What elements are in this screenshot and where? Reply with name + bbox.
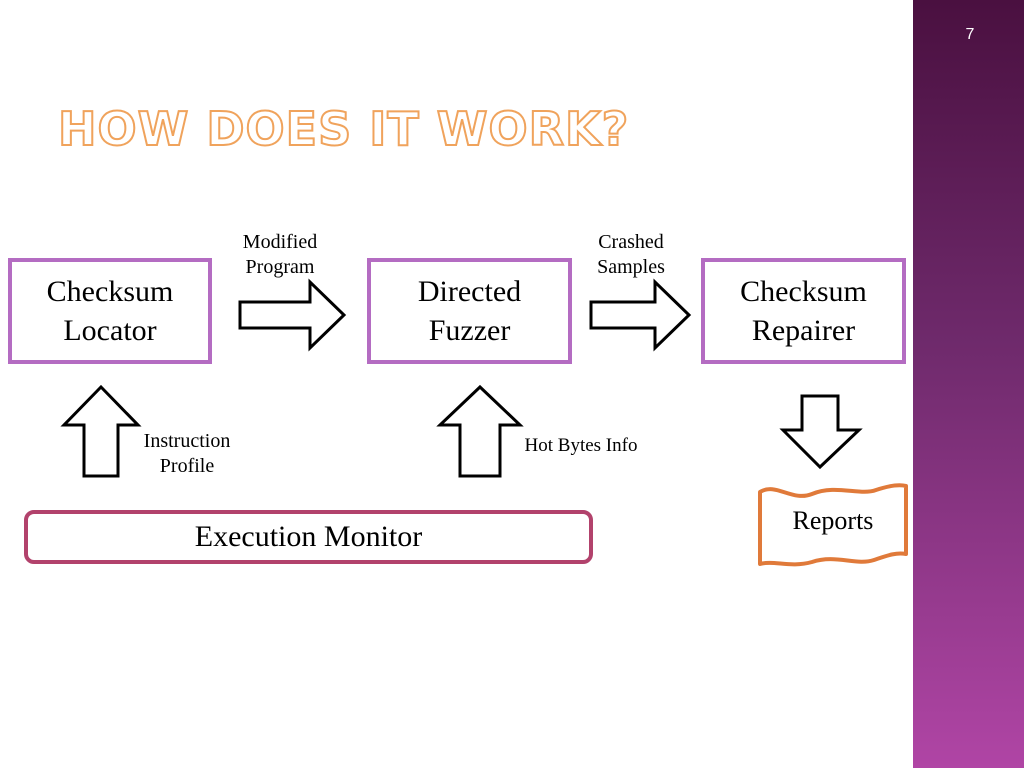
execution-monitor-box: Execution Monitor [24, 510, 593, 564]
checksum-repairer-label: Checksum Repairer [740, 275, 867, 347]
up-arrow-icon [436, 384, 524, 478]
checksum-repairer-box: Checksum Repairer [701, 258, 906, 364]
slide-number: 7 [965, 26, 975, 43]
instruction-profile-label: Instruction Profile [143, 430, 231, 477]
execution-monitor-label: Execution Monitor [194, 520, 423, 553]
side-decoration-band [913, 0, 1024, 768]
modified-program-label: Modified Program [242, 231, 318, 278]
directed-fuzzer-label: Directed Fuzzer [417, 275, 522, 347]
crashed-samples-label: Crashed Samples [597, 231, 665, 278]
right-arrow-icon [589, 278, 692, 352]
right-arrow-icon [238, 278, 347, 352]
up-arrow-icon [60, 384, 142, 478]
down-arrow-icon [779, 394, 863, 470]
directed-fuzzer-box: Directed Fuzzer [367, 258, 572, 364]
slide-title: HOW DOES IT WORK? [57, 101, 630, 157]
reports-document-icon [758, 483, 908, 567]
hot-bytes-info-label: Hot Bytes Info [524, 435, 638, 456]
reports-label: Reports [792, 506, 874, 535]
checksum-locator-box: Checksum Locator [8, 258, 212, 364]
checksum-locator-label: Checksum Locator [46, 275, 174, 347]
